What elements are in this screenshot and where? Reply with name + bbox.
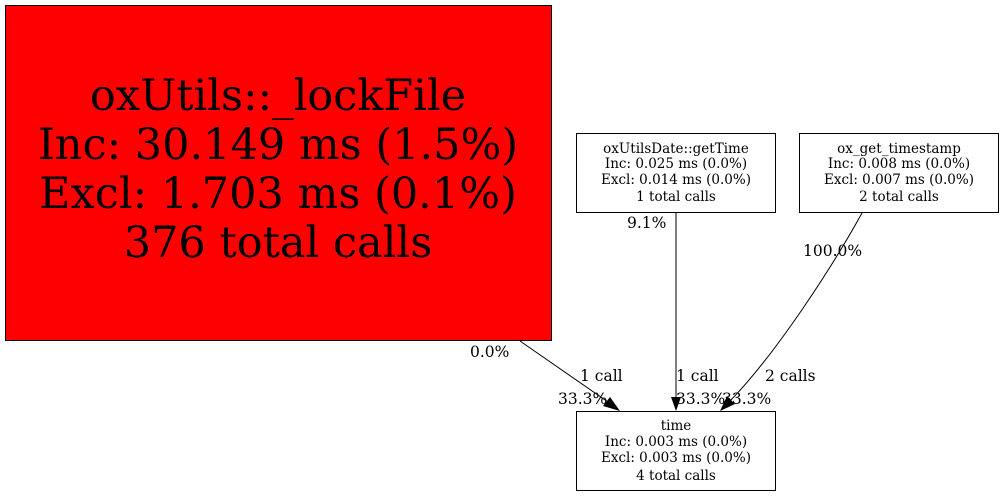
node-time-exclusive-time: Excl: 0.003 ms (0.0%) [601,450,751,466]
edge-gettime-to-time-head-percent: 33.3% [676,390,725,408]
edge-gettime-to-time-tail-percent: 9.1% [627,214,666,232]
edge-timestamp-to-time-arrowhead [720,396,735,411]
edge-lockfile-to-time-arrowhead [603,397,620,411]
edge-timestamp-to-time-tail-percent: 100.0% [803,242,862,260]
node-timestamp-box [799,133,999,213]
edge-lockfile-to-time: 1 call 0.0% 33.3% [470,340,623,411]
edge-lockfile-to-time-tail-percent: 0.0% [470,343,509,361]
node-time-inclusive-time: Inc: 0.003 ms (0.0%) [605,434,747,450]
node-time-call-count: 4 total calls [636,468,716,484]
node-timestamp-exclusive-time: Excl: 0.007 ms (0.0%) [824,172,974,188]
node-gettime-exclusive-time: Excl: 0.014 ms (0.0%) [601,172,751,188]
node-lockfile-exclusive-time: Excl: 1.703 ms (0.1%) [39,169,517,219]
edge-timestamp-to-time: 2 calls 100.0% 33.3% [720,212,863,411]
node-lockfile-inclusive-time: Inc: 30.149 ms (1.5%) [38,120,518,170]
edge-gettime-to-time-arrowhead [671,397,681,411]
node-timestamp-inclusive-time: Inc: 0.008 ms (0.0%) [828,156,970,172]
node-gettime: oxUtilsDate::getTime Inc: 0.025 ms (0.0%… [576,133,776,213]
edge-timestamp-to-time-label: 2 calls [765,367,816,385]
node-gettime-call-count: 1 total calls [636,189,716,205]
node-time: time Inc: 0.003 ms (0.0%) Excl: 0.003 ms… [576,411,776,491]
node-gettime-function-name: oxUtilsDate::getTime [603,141,749,157]
node-lockfile-call-count: 376 total calls [124,218,433,268]
node-timestamp-call-count: 2 total calls [859,189,939,205]
node-time-function-name: time [661,418,692,434]
edge-lockfile-to-time-head-percent: 33.3% [558,390,607,408]
node-lockfile: oxUtils::_lockFile Inc: 30.149 ms (1.5%)… [5,5,552,341]
node-gettime-box [576,133,776,213]
edge-gettime-to-time: 1 call 9.1% 33.3% [627,213,725,411]
node-time-box [576,411,776,491]
edge-timestamp-to-time-head-percent: 33.3% [722,390,771,408]
edge-lockfile-to-time-label: 1 call [580,367,623,385]
node-lockfile-box [5,5,552,341]
node-timestamp: ox_get_timestamp Inc: 0.008 ms (0.0%) Ex… [799,133,999,213]
edge-gettime-to-time-label: 1 call [676,367,719,385]
node-gettime-inclusive-time: Inc: 0.025 ms (0.0%) [605,156,747,172]
node-lockfile-function-name: oxUtils::_lockFile [90,71,466,121]
node-timestamp-function-name: ox_get_timestamp [837,141,961,157]
